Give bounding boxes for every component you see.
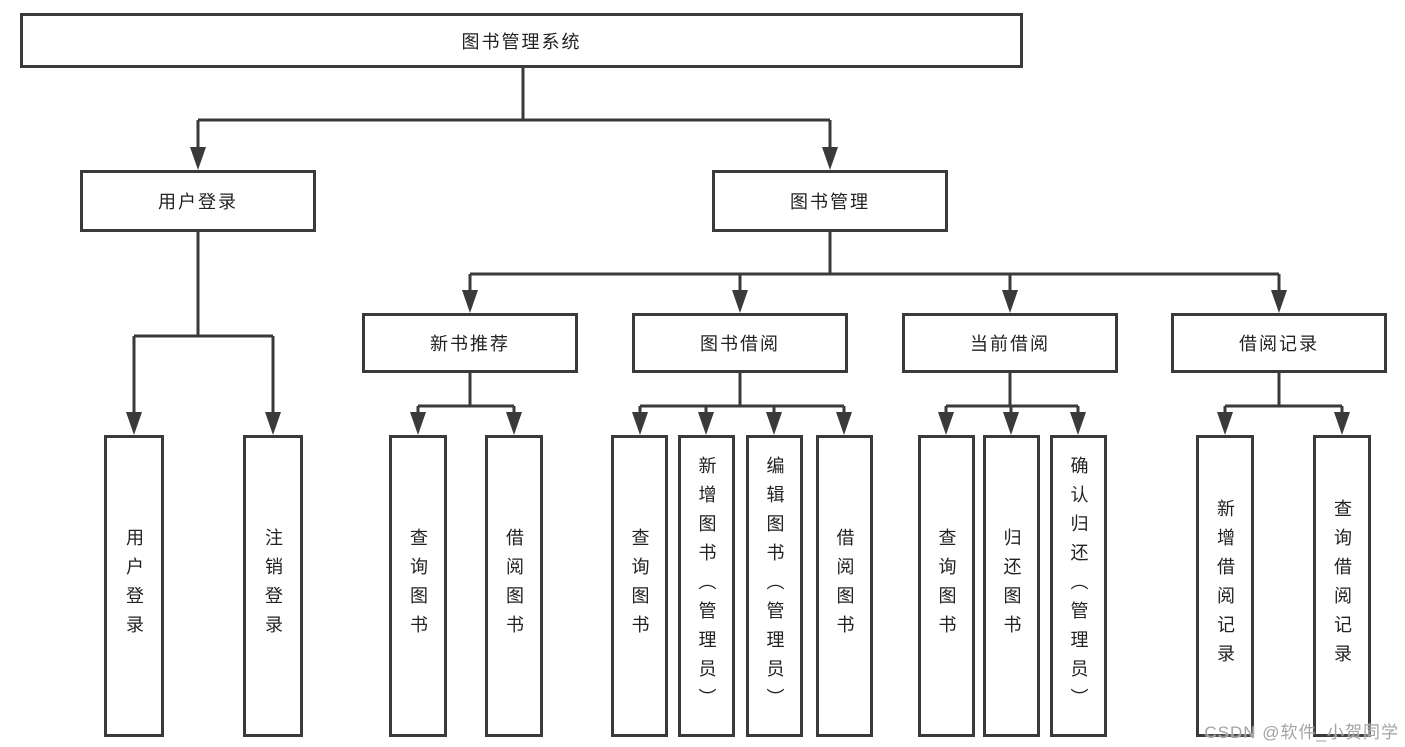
leaf-br-add-record-label: 新增借阅记录 xyxy=(1215,499,1235,673)
arrowhead xyxy=(1070,412,1086,435)
arrowhead xyxy=(938,412,954,435)
leaf-nbr-query-books-label: 查询图书 xyxy=(408,528,428,644)
leaf-cb-return-books: 归还图书 xyxy=(983,435,1040,737)
connector-book-borrow xyxy=(638,373,846,413)
leaf-bb-borrow-books-label: 借阅图书 xyxy=(834,528,855,644)
leaf-cb-return-books-label: 归还图书 xyxy=(1001,528,1022,644)
node-new-book-rec-label: 新书推荐 xyxy=(430,334,510,354)
leaf-br-query-record: 查询借阅记录 xyxy=(1313,435,1371,737)
arrowhead xyxy=(410,412,426,435)
leaf-br-add-record: 新增借阅记录 xyxy=(1196,435,1254,737)
leaf-br-query-record-label: 查询借阅记录 xyxy=(1332,499,1352,673)
leaf-bb-add-books-admin-label: 新增图书（管理员） xyxy=(696,455,717,717)
arrowhead xyxy=(1334,412,1350,435)
arrowhead xyxy=(126,412,142,435)
node-book-borrow: 图书借阅 xyxy=(632,313,848,373)
arrowhead xyxy=(190,147,206,170)
leaf-logout-label: 注销登录 xyxy=(263,528,283,644)
arrowhead xyxy=(732,290,748,313)
arrowhead xyxy=(1271,290,1287,313)
arrowhead xyxy=(698,412,714,435)
node-current-borrow-label: 当前借阅 xyxy=(970,334,1050,354)
connector-book-mgmt xyxy=(468,232,1281,292)
connector-borrow-records xyxy=(1223,373,1344,413)
leaf-bb-query-books-label: 查询图书 xyxy=(629,528,650,644)
arrowhead xyxy=(766,412,782,435)
connector-user-login xyxy=(132,232,275,413)
node-user-login-label: 用户登录 xyxy=(158,192,238,212)
leaf-cb-confirm-return-admin-label: 确认归还（管理员） xyxy=(1068,455,1089,717)
node-book-mgmt-label: 图书管理 xyxy=(790,192,870,212)
arrowhead xyxy=(1217,412,1233,435)
node-borrow-records: 借阅记录 xyxy=(1171,313,1387,373)
arrowhead xyxy=(265,412,281,435)
leaf-bb-edit-books-admin-label: 编辑图书（管理员） xyxy=(764,455,785,717)
node-book-mgmt: 图书管理 xyxy=(712,170,948,232)
leaf-cb-query-books-label: 查询图书 xyxy=(936,528,957,644)
arrowhead xyxy=(506,412,522,435)
node-borrow-records-label: 借阅记录 xyxy=(1239,334,1319,354)
arrowhead xyxy=(1002,290,1018,313)
connector-current-borrow xyxy=(944,373,1080,413)
arrowhead xyxy=(822,147,838,170)
arrowhead xyxy=(632,412,648,435)
node-new-book-rec: 新书推荐 xyxy=(362,313,578,373)
leaf-bb-edit-books-admin: 编辑图书（管理员） xyxy=(746,435,803,737)
leaf-logout: 注销登录 xyxy=(243,435,303,737)
leaf-nbr-borrow-books-label: 借阅图书 xyxy=(504,528,524,644)
node-current-borrow: 当前借阅 xyxy=(902,313,1118,373)
arrowhead xyxy=(1003,412,1019,435)
connector-root xyxy=(196,68,832,148)
arrowhead xyxy=(836,412,852,435)
node-book-borrow-label: 图书借阅 xyxy=(700,334,780,354)
leaf-user-login: 用户登录 xyxy=(104,435,164,737)
leaf-cb-query-books: 查询图书 xyxy=(918,435,975,737)
leaf-user-login-label: 用户登录 xyxy=(124,528,144,644)
connector-new-book-rec xyxy=(416,373,516,413)
leaf-bb-add-books-admin: 新增图书（管理员） xyxy=(678,435,735,737)
arrowhead xyxy=(462,290,478,313)
node-root: 图书管理系统 xyxy=(20,13,1023,68)
node-root-label: 图书管理系统 xyxy=(461,31,582,52)
leaf-bb-borrow-books: 借阅图书 xyxy=(816,435,873,737)
watermark: CSDN @软件_小贺同学 xyxy=(1204,723,1399,742)
leaf-nbr-query-books: 查询图书 xyxy=(389,435,447,737)
leaf-nbr-borrow-books: 借阅图书 xyxy=(485,435,543,737)
leaf-bb-query-books: 查询图书 xyxy=(611,435,668,737)
leaf-cb-confirm-return-admin: 确认归还（管理员） xyxy=(1050,435,1107,737)
node-user-login: 用户登录 xyxy=(80,170,316,232)
